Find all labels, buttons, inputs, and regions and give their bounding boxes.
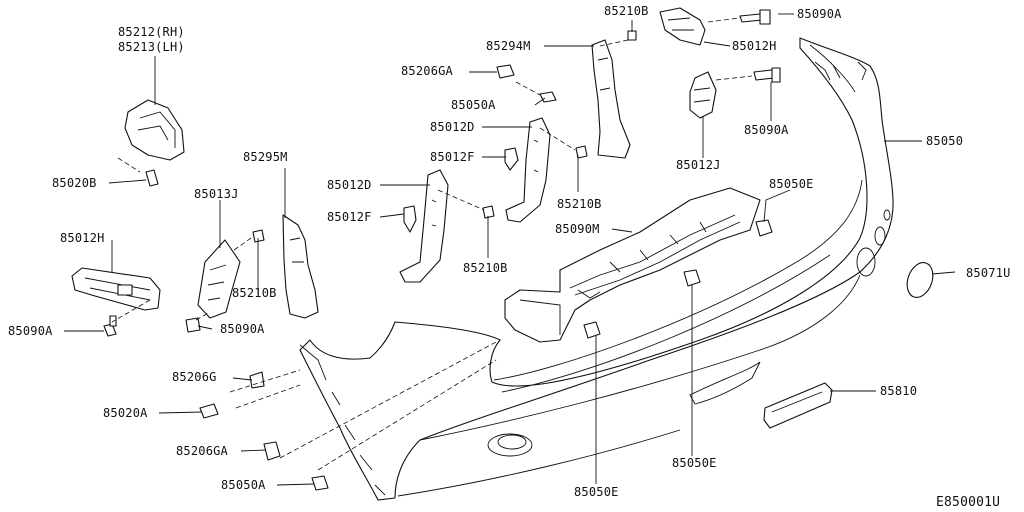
label-85020b: 85020B xyxy=(52,176,97,190)
label-85090a-mid: 85090A xyxy=(220,322,265,336)
diagram-id: E850001U xyxy=(936,495,1001,510)
rear-reflex-lamp xyxy=(124,99,185,161)
label-85071u: 85071U xyxy=(966,266,1011,280)
label-85012f-top: 85012F xyxy=(430,150,475,164)
label-85212: 85212(RH) xyxy=(118,25,185,39)
label-85012f-mid: 85012F xyxy=(327,210,372,224)
label-85210b-top: 85210B xyxy=(604,4,649,18)
label-85013j: 85013J xyxy=(194,187,239,201)
label-85294m: 85294M xyxy=(486,39,531,53)
label-85210b-b: 85210B xyxy=(557,197,602,211)
label-85213: 85213(LH) xyxy=(118,40,185,54)
tow-hook-cap xyxy=(906,262,934,298)
label-85050a-top: 85050A xyxy=(451,98,496,112)
bumper-reinforcement xyxy=(504,187,761,343)
label-85050a-bottom: 85050A xyxy=(221,478,266,492)
label-85206ga-top: 85206GA xyxy=(401,64,453,78)
label-85050e-top: 85050E xyxy=(769,177,814,191)
rear-bumper-fascia xyxy=(299,37,894,501)
label-85012j: 85012J xyxy=(676,158,721,172)
bracket-85012d-top xyxy=(505,117,551,223)
label-85090a-top: 85090A xyxy=(797,7,842,21)
bracket-85012d-mid xyxy=(399,169,449,283)
assembly-lines xyxy=(111,17,753,471)
reflector-85810 xyxy=(763,382,833,429)
label-85020a: 85020A xyxy=(103,406,148,420)
label-85050: 85050 xyxy=(926,134,964,148)
bracket-85012j xyxy=(689,71,717,119)
label-85295m: 85295M xyxy=(243,150,288,164)
label-85012h-top: 85012H xyxy=(732,39,777,53)
label-85012d-mid: 85012D xyxy=(327,178,372,192)
leader-lines xyxy=(64,13,956,486)
side-bracket-85013j xyxy=(197,239,241,319)
bracket-85012h-left xyxy=(71,267,161,311)
label-85090m: 85090M xyxy=(555,222,600,236)
bracket-85294m xyxy=(591,39,631,159)
label-85090a-left: 85090A xyxy=(8,324,53,338)
label-85206g: 85206G xyxy=(172,370,217,384)
label-85206ga-bottom: 85206GA xyxy=(176,444,228,458)
label-85210b-c: 85210B xyxy=(463,261,508,275)
bracket-85295m xyxy=(282,214,319,319)
label-85090a-right: 85090A xyxy=(744,123,789,137)
fasteners xyxy=(103,9,781,491)
label-85012h-left: 85012H xyxy=(60,231,105,245)
label-85810: 85810 xyxy=(880,384,918,398)
label-85210b-a: 85210B xyxy=(232,286,277,300)
label-85050e-bottom: 85050E xyxy=(574,485,619,499)
label-85050e-mid: 85050E xyxy=(672,456,717,470)
label-85012d-top: 85012D xyxy=(430,120,475,134)
bracket-85012h-top xyxy=(659,7,706,46)
